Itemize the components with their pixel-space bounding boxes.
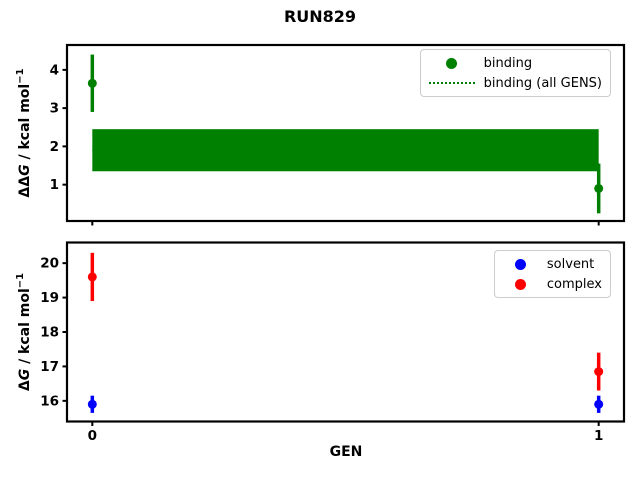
y-tick-label: 4	[50, 62, 59, 78]
y-tick-label: 17	[40, 359, 59, 375]
legend-item-complex: complex	[503, 274, 602, 294]
x-tick-label: 1	[594, 428, 603, 444]
binding-marker	[594, 183, 604, 193]
bottom-y-axis-label: ΔG / kcal mol−1	[15, 273, 33, 391]
complex-marker	[87, 272, 97, 282]
ylabel-g-symbol: G	[16, 368, 33, 381]
ylabel-exponent: −1	[15, 68, 27, 84]
legend-item-binding-all-gens: binding (all GENS)	[428, 73, 602, 93]
x-axis-label: GEN	[329, 444, 363, 460]
uncertainty-band	[92, 129, 599, 172]
legend-marker-solvent	[503, 258, 538, 270]
legend-item-binding: binding	[429, 53, 602, 73]
complex-marker	[594, 367, 604, 377]
y-tick-label: 2	[50, 139, 59, 155]
legend-marker-complex	[503, 278, 538, 290]
legend-marker-binding	[429, 57, 475, 69]
chart-title: RUN829	[283, 7, 357, 26]
ylabel-delta: Δ	[16, 380, 33, 392]
y-tick-label: 3	[50, 101, 59, 117]
ylabel-g-symbol: G	[16, 164, 33, 176]
top-plot-legend: binding binding (all GENS)	[419, 49, 611, 97]
y-tick-label: 1	[50, 177, 59, 193]
axes-frame	[65, 43, 626, 223]
ylabel-unit: / kcal mol	[16, 83, 33, 165]
solvent-marker	[87, 399, 97, 409]
ylabel-delta: ΔΔ	[16, 175, 33, 198]
legend-label: binding	[483, 55, 533, 71]
legend-marker-binding-all-gens	[428, 82, 475, 84]
y-tick-label: 19	[40, 290, 59, 306]
y-tick-label: 16	[40, 393, 59, 409]
bottom-plot-legend: solvent complex	[493, 250, 611, 298]
y-tick-label: 18	[40, 325, 59, 341]
legend-item-solvent: solvent	[503, 254, 602, 274]
legend-label: binding (all GENS)	[483, 75, 602, 91]
legend-label: solvent	[546, 256, 595, 272]
dotted-line-icon	[428, 82, 475, 84]
circle-marker-icon	[514, 258, 526, 270]
circle-marker-icon	[514, 278, 526, 290]
legend-label: complex	[546, 276, 602, 292]
ylabel-exponent: −1	[15, 272, 27, 289]
top-y-axis-label: ΔΔG / kcal mol−1	[15, 68, 33, 197]
x-tick-label: 0	[88, 428, 97, 444]
solvent-marker	[594, 399, 604, 409]
ylabel-unit: / kcal mol	[16, 288, 33, 369]
circle-marker-icon	[446, 57, 458, 69]
y-tick-label: 20	[40, 256, 59, 272]
binding-marker	[87, 78, 97, 88]
